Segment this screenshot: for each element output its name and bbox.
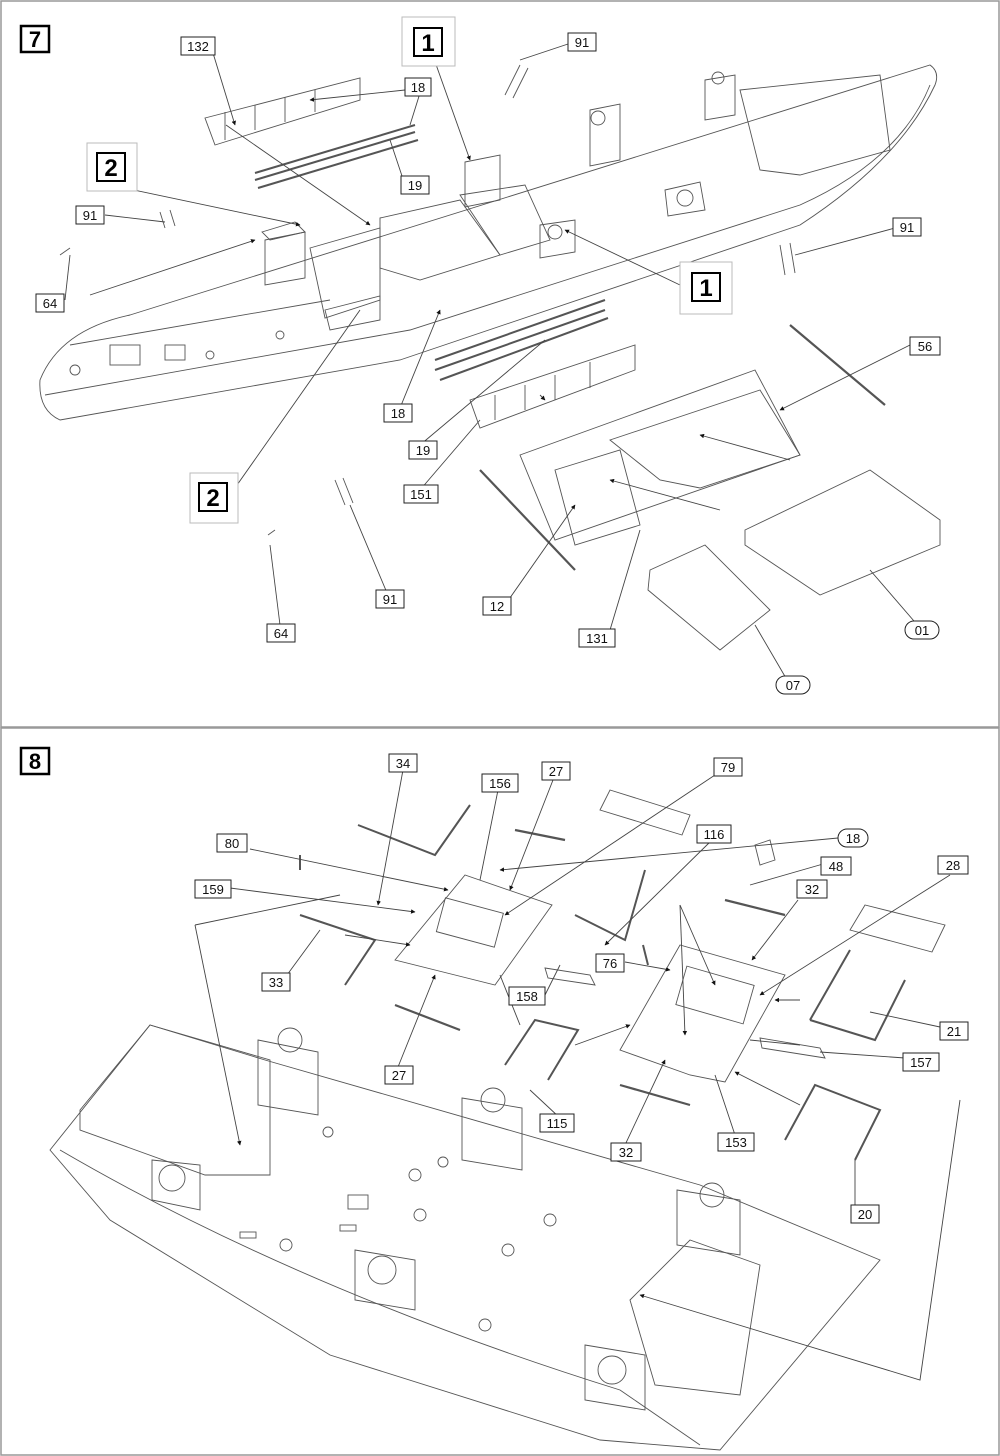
- svg-text:18: 18: [391, 406, 405, 421]
- part-label-32-top: 32: [796, 879, 828, 899]
- svg-text:28: 28: [946, 858, 960, 873]
- svg-text:32: 32: [805, 882, 819, 897]
- svg-text:64: 64: [43, 296, 57, 311]
- svg-text:156: 156: [489, 776, 511, 791]
- svg-text:132: 132: [187, 39, 209, 54]
- panel-step-7: [0, 0, 1000, 728]
- part-label-91-left: 91: [75, 205, 105, 225]
- ref-1-mid: 1: [699, 275, 712, 302]
- ref-2-bottom: 2: [206, 485, 219, 512]
- svg-text:159: 159: [202, 882, 224, 897]
- svg-text:153: 153: [725, 1135, 747, 1150]
- svg-text:48: 48: [829, 859, 843, 874]
- part-label-19-top: 19: [400, 175, 430, 195]
- part-label-91-top: 91: [567, 32, 597, 52]
- part-label-151: 151: [403, 484, 439, 504]
- part-label-18: 18: [837, 828, 869, 848]
- svg-text:12: 12: [490, 599, 504, 614]
- svg-text:32: 32: [619, 1145, 633, 1160]
- part-label-159: 159: [194, 879, 232, 899]
- part-label-76: 76: [595, 953, 625, 973]
- step8-leaders: [194, 769, 961, 1381]
- part-label-07: 07: [775, 675, 811, 695]
- part-label-64-bottom: 64: [266, 623, 296, 643]
- part-label-34: 34: [388, 753, 418, 773]
- part-label-27-top: 27: [541, 761, 571, 781]
- svg-text:20: 20: [858, 1207, 872, 1222]
- part-label-48: 48: [820, 856, 852, 876]
- ref-1-top: 1: [421, 30, 434, 57]
- part-label-80: 80: [216, 833, 248, 853]
- step7-ref-2b: 2: [189, 472, 239, 524]
- svg-text:56: 56: [918, 339, 932, 354]
- part-label-32-bottom: 32: [610, 1142, 642, 1162]
- svg-text:64: 64: [274, 626, 288, 641]
- part-label-64-left: 64: [35, 293, 65, 313]
- svg-text:27: 27: [392, 1068, 406, 1083]
- svg-text:91: 91: [83, 208, 97, 223]
- svg-text:19: 19: [416, 443, 430, 458]
- part-label-131: 131: [578, 628, 616, 648]
- part-label-156: 156: [481, 773, 519, 793]
- svg-text:19: 19: [408, 178, 422, 193]
- svg-text:91: 91: [575, 35, 589, 50]
- svg-text:116: 116: [704, 827, 725, 842]
- hull-outline: [39, 64, 938, 421]
- part-label-28: 28: [937, 855, 969, 875]
- step7-leaders: [64, 39, 921, 686]
- svg-text:131: 131: [586, 631, 608, 646]
- svg-text:33: 33: [269, 975, 283, 990]
- part-label-153: 153: [717, 1132, 755, 1152]
- step-8-number: 8: [29, 749, 41, 774]
- step7-ref-1a: 1: [401, 16, 456, 67]
- panel-step-8: [0, 727, 1000, 1456]
- part-label-91-bottom: 91: [375, 589, 405, 609]
- svg-text:151: 151: [410, 487, 432, 502]
- svg-text:80: 80: [225, 836, 239, 851]
- step-8-badge: 8: [19, 746, 51, 776]
- step7-labels: 132 18 19 91 91 64 91 56 18 19 151 91 12…: [35, 32, 941, 695]
- part-label-21: 21: [939, 1021, 969, 1041]
- step8-drawing: [49, 789, 946, 1451]
- part-label-20: 20: [850, 1204, 880, 1224]
- svg-text:79: 79: [721, 760, 735, 775]
- part-label-12: 12: [482, 596, 512, 616]
- part-label-79: 79: [713, 757, 743, 777]
- svg-text:18: 18: [411, 80, 425, 95]
- part-label-116: 116: [696, 824, 732, 844]
- ref-2-top: 2: [104, 155, 117, 182]
- part-label-33: 33: [261, 972, 291, 992]
- part-label-56: 56: [909, 336, 941, 356]
- svg-text:157: 157: [910, 1055, 932, 1070]
- svg-text:158: 158: [516, 989, 538, 1004]
- step7-drawing: [39, 64, 941, 651]
- part-label-91-right: 91: [892, 217, 922, 237]
- part-label-157: 157: [902, 1052, 940, 1072]
- part-label-115: 115: [539, 1113, 575, 1133]
- svg-text:21: 21: [947, 1024, 961, 1039]
- part-label-132: 132: [180, 36, 216, 56]
- hull-section: [49, 1024, 881, 1451]
- svg-text:01: 01: [915, 623, 929, 638]
- part-label-19-mid: 19: [408, 440, 438, 460]
- part-label-158: 158: [508, 986, 546, 1006]
- svg-text:76: 76: [603, 956, 617, 971]
- svg-text:27: 27: [549, 764, 563, 779]
- svg-text:91: 91: [900, 220, 914, 235]
- part-label-18-mid: 18: [383, 403, 413, 423]
- svg-text:115: 115: [547, 1116, 568, 1131]
- step-7-number: 7: [29, 27, 41, 52]
- svg-text:18: 18: [846, 831, 860, 846]
- part-label-01: 01: [904, 620, 940, 640]
- svg-text:07: 07: [786, 678, 800, 693]
- step7-ref-1b: 1: [679, 261, 733, 315]
- step-7-badge: 7: [19, 24, 51, 54]
- part-label-18-top: 18: [404, 77, 432, 97]
- step7-ref-2a: 2: [86, 142, 138, 192]
- svg-text:34: 34: [396, 756, 410, 771]
- svg-text:91: 91: [383, 592, 397, 607]
- part-label-27-bottom: 27: [384, 1065, 414, 1085]
- step8-labels: 34 156 27 79 80 116 18 48 159 32 28 33 7…: [194, 753, 969, 1224]
